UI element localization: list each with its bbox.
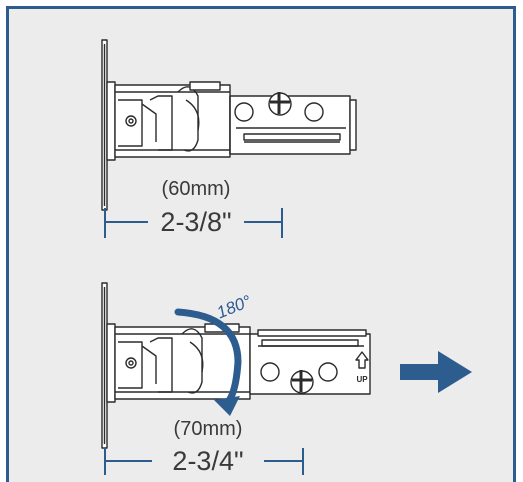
screw-hole	[126, 358, 136, 368]
screw-hole	[126, 116, 136, 126]
rotation-label: 180°	[214, 291, 254, 322]
top-metric-label: (60mm)	[162, 178, 231, 200]
right-arrow-icon	[400, 351, 472, 393]
bolt-hole	[319, 363, 337, 381]
bolt-hole	[235, 103, 253, 121]
bottom-imperial-label: 2-3/4"	[172, 446, 243, 476]
bottom-metric-label: (70mm)	[174, 418, 243, 440]
top-imperial-label: 2-3/8"	[160, 207, 231, 237]
up-marker: UP	[356, 375, 368, 384]
bolt-hole	[261, 363, 279, 381]
bolt-hole	[305, 103, 323, 121]
